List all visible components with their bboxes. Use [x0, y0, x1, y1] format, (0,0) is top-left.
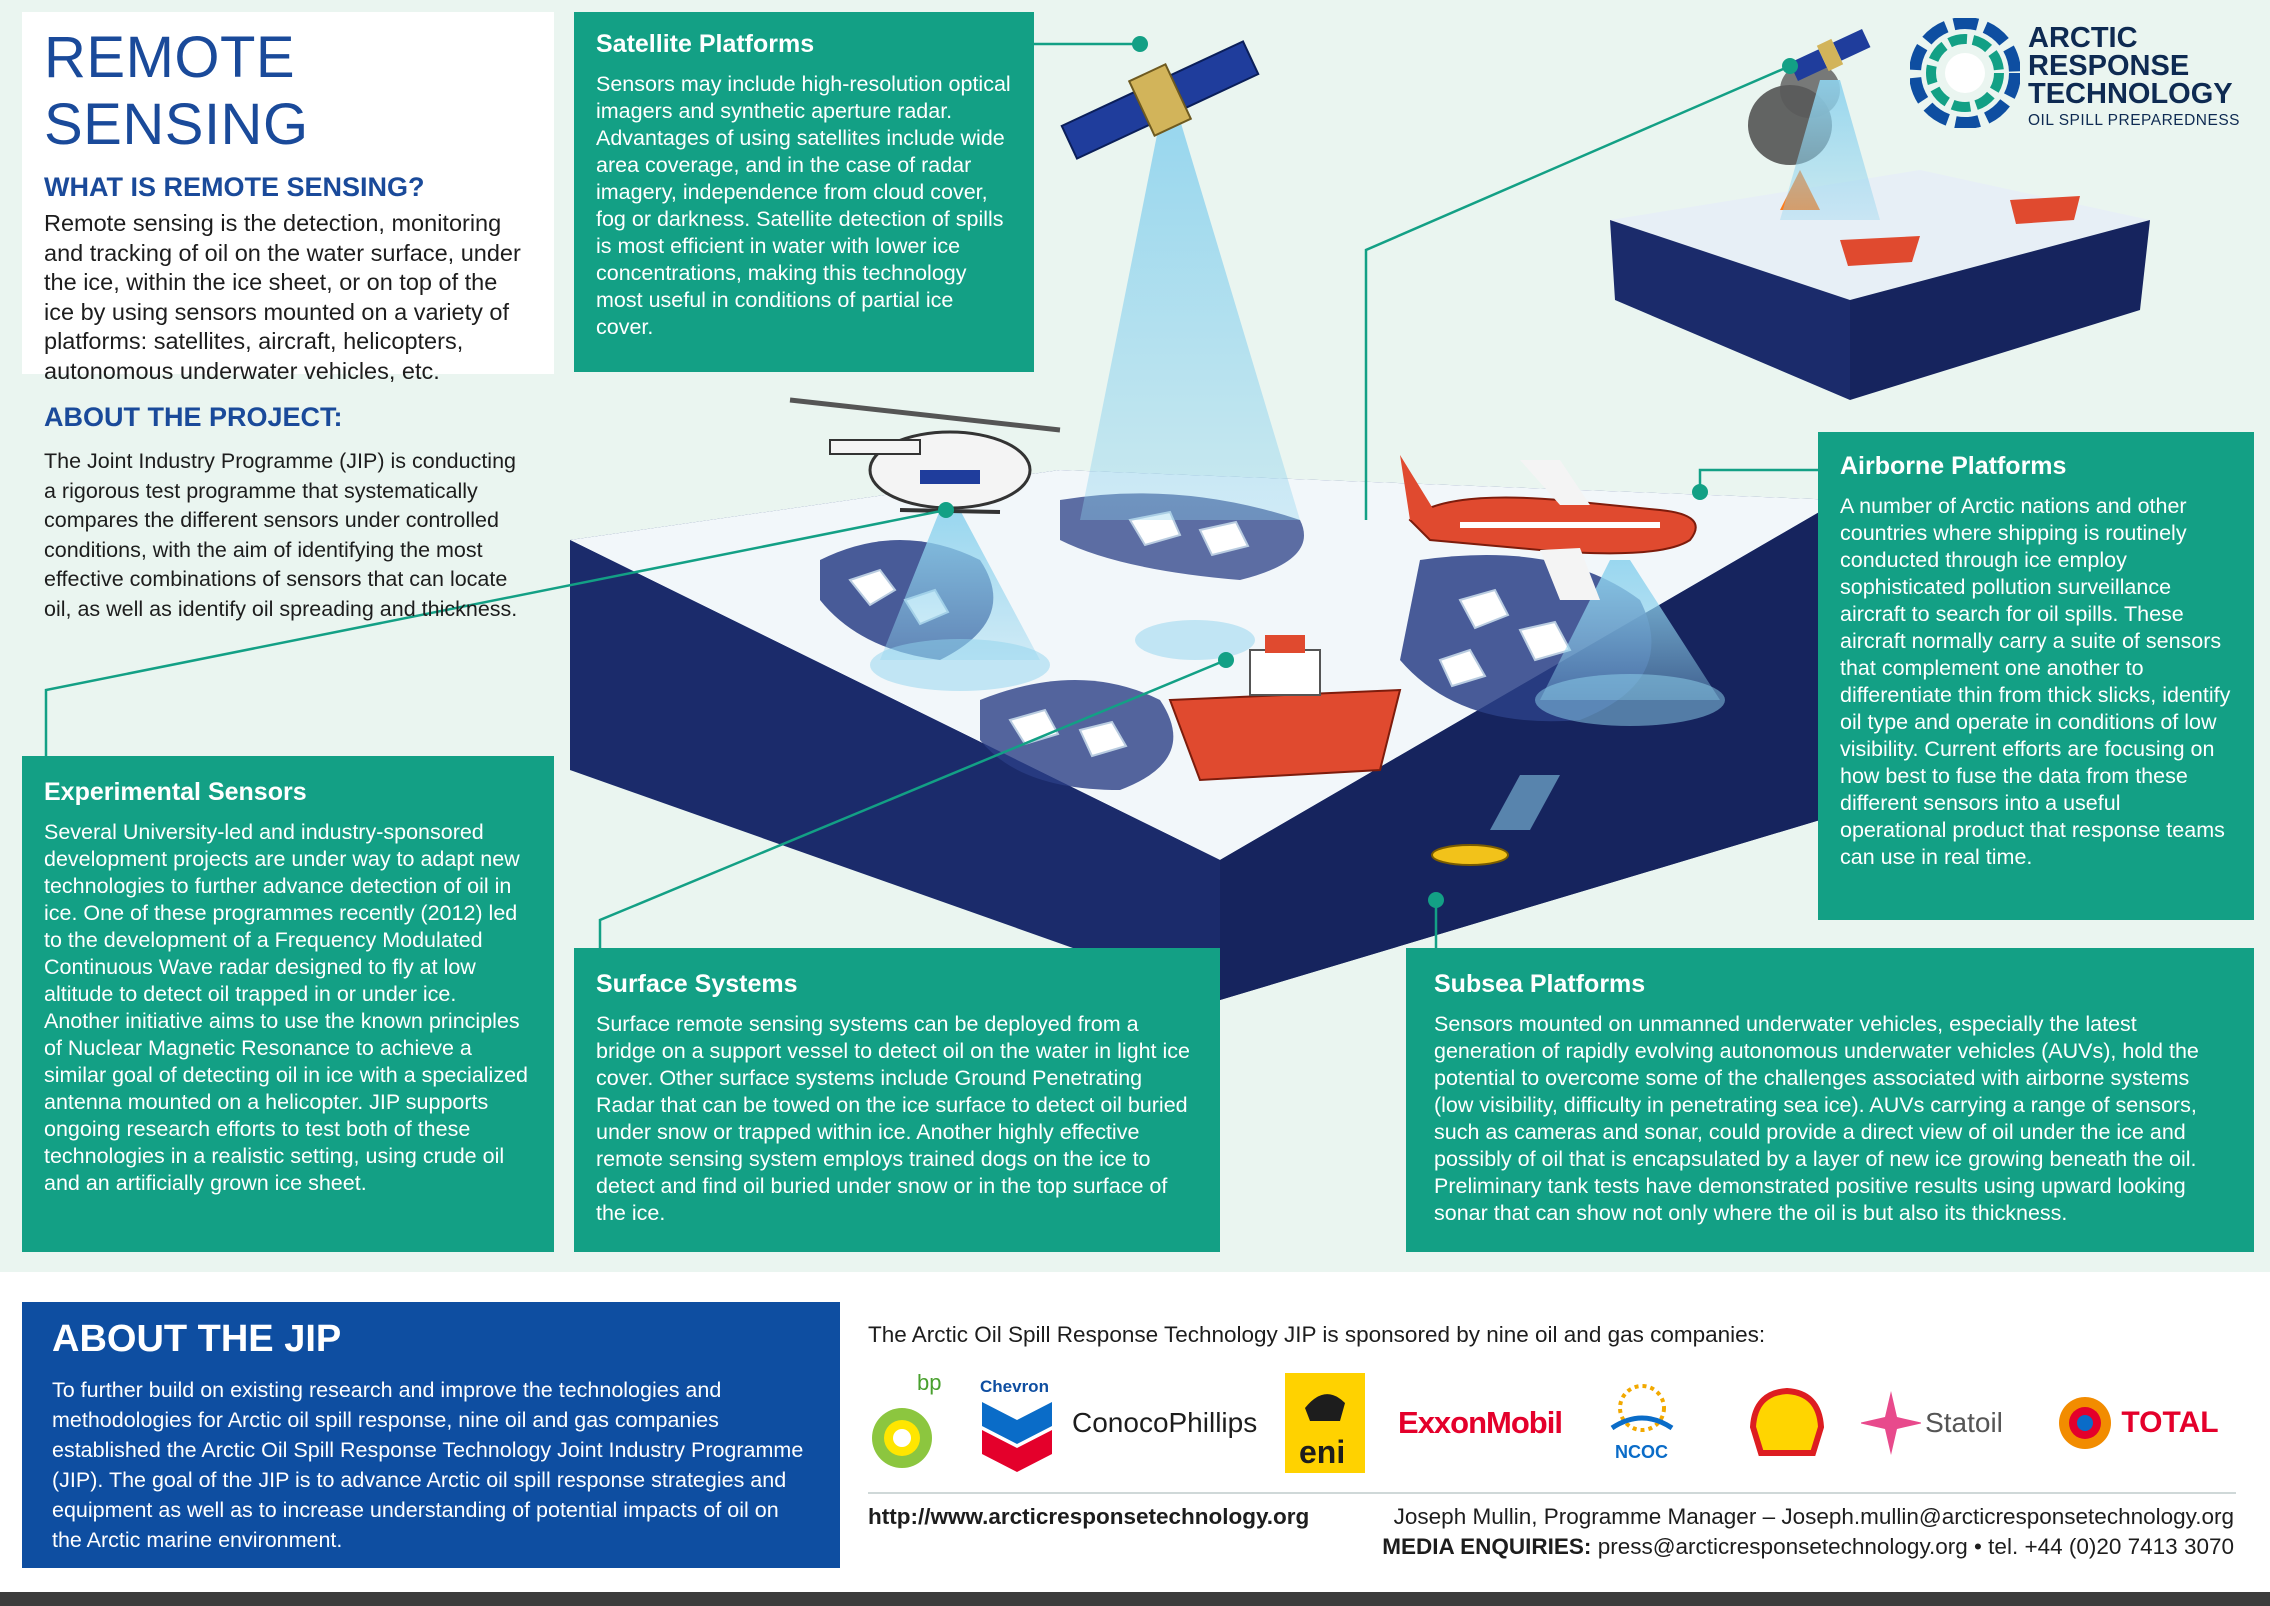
footer-bar	[0, 1592, 2270, 1606]
satellite-heading: Satellite Platforms	[596, 30, 815, 58]
chevron-logo: Chevron	[972, 1368, 1062, 1478]
airplane-beam	[1540, 560, 1720, 700]
about-jip-panel: ABOUT THE JIP To further build on existi…	[22, 1302, 840, 1568]
satellite-body: Sensors may include high-resolution opti…	[596, 72, 1011, 339]
brand-line-3: TECHNOLOGY	[2028, 78, 2233, 110]
airborne-body: A number of Arctic nations and other cou…	[1840, 494, 2231, 869]
media-label: MEDIA ENQUIRIES:	[1382, 1534, 1592, 1559]
media-contact: press@arcticresponsetechnology.org • tel…	[1597, 1534, 2234, 1559]
conocophillips-logo: ConocoPhillips	[1072, 1368, 1262, 1478]
website-link[interactable]: http://www.arcticresponsetechnology.org	[868, 1504, 1310, 1529]
bp-wordmark: bp	[917, 1370, 941, 1395]
intro-subtitle: WHAT IS REMOTE SENSING?	[44, 172, 425, 202]
intro-panel: REMOTE SENSING WHAT IS REMOTE SENSING? R…	[22, 12, 554, 384]
ncoc-wordmark: NCOC	[1615, 1442, 1668, 1462]
exxonmobil-wordmark: ExxonMobil	[1398, 1405, 1563, 1440]
exxonmobil-logo: ExxonMobil	[1390, 1368, 1570, 1478]
surface-heading: Surface Systems	[596, 970, 798, 998]
eni-wordmark: eni	[1299, 1434, 1345, 1470]
ship-icon	[1168, 635, 1402, 782]
sponsor-logos: bp Chevron ConocoPhillips eni ExxonMobil	[862, 1368, 2242, 1478]
inset-ice-block	[1610, 29, 2150, 400]
leader-lines	[44, 42, 1818, 948]
surface-systems-panel: Surface Systems Surface remote sensing s…	[574, 948, 1220, 1252]
leader-dots	[938, 36, 1798, 908]
helicopter-beam	[880, 510, 1040, 660]
satellite-platforms-panel: Satellite Platforms Sensors may include …	[574, 12, 1034, 372]
logo-emblem-icon	[1909, 17, 2021, 129]
statoil-wordmark: Statoil	[1925, 1407, 2003, 1438]
about-project-heading: ABOUT THE PROJECT:	[44, 402, 343, 432]
about-project-panel: ABOUT THE PROJECT: The Joint Industry Pr…	[22, 402, 554, 624]
page-title: REMOTE SENSING	[44, 25, 309, 157]
brand-line-2: RESPONSE	[2028, 50, 2190, 82]
brand-line-1: ARCTIC	[2028, 22, 2138, 54]
experimental-body: Several University-led and industry-spon…	[44, 820, 528, 1195]
footer-divider	[868, 1492, 2236, 1494]
bp-logo: bp	[862, 1368, 952, 1478]
ncoc-logo: NCOC	[1597, 1368, 1687, 1478]
about-jip-heading: ABOUT THE JIP	[52, 1318, 342, 1360]
media-enquiries: MEDIA ENQUIRIES: press@arcticresponsetec…	[1382, 1534, 2234, 1560]
satellite-beam	[1080, 120, 1300, 520]
eni-logo: eni	[1280, 1368, 1370, 1478]
satellite-icon	[1060, 40, 1260, 160]
surface-body: Surface remote sensing systems can be de…	[596, 1012, 1190, 1225]
airborne-heading: Airborne Platforms	[1840, 452, 2067, 480]
experimental-sensors-panel: Experimental Sensors Several University-…	[22, 756, 554, 1252]
subsea-platforms-panel: Subsea Platforms Sensors mounted on unma…	[1406, 948, 2254, 1252]
chevron-wordmark: Chevron	[980, 1377, 1049, 1396]
total-logo: TOTAL	[2032, 1368, 2242, 1478]
programme-manager-contact: Joseph Mullin, Programme Manager – Josep…	[1393, 1504, 2234, 1529]
arctic-scene-illustration	[44, 29, 2150, 1000]
arctic-response-logo: ARCTIC RESPONSE TECHNOLOGY OIL SPILL PRE…	[1909, 17, 2250, 129]
helicopter-icon	[789, 397, 1061, 514]
statoil-logo: Statoil	[1852, 1368, 2012, 1478]
subsea-heading: Subsea Platforms	[1434, 970, 1646, 998]
auv-icon	[1431, 775, 1560, 866]
intro-body: Remote sensing is the detection, monitor…	[44, 210, 521, 384]
total-wordmark: TOTAL	[2121, 1406, 2219, 1439]
airborne-platforms-panel: Airborne Platforms A number of Arctic na…	[1818, 432, 2254, 920]
subsea-body: Sensors mounted on unmanned underwater v…	[1434, 1012, 2199, 1225]
conocophillips-wordmark: ConocoPhillips	[1072, 1407, 1258, 1438]
about-project-body: The Joint Industry Programme (JIP) is co…	[44, 449, 518, 621]
airplane-icon	[1400, 455, 1697, 600]
experimental-heading: Experimental Sensors	[44, 778, 307, 806]
sponsors-title: The Arctic Oil Spill Response Technology…	[868, 1322, 1766, 1347]
brand-tagline: OIL SPILL PREPAREDNESS	[2028, 112, 2241, 129]
shell-logo	[1742, 1368, 1832, 1478]
about-jip-body: To further build on existing research an…	[52, 1378, 804, 1552]
